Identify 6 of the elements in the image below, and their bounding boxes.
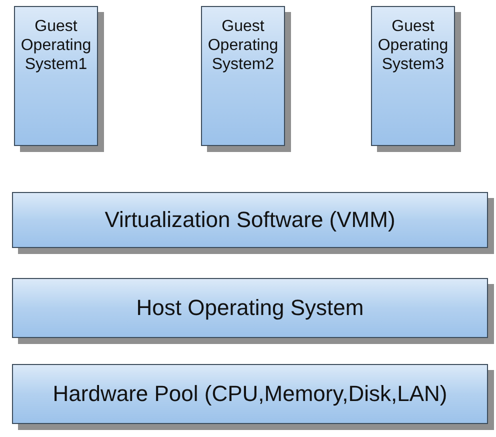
layer-label: Guest Operating System2: [206, 17, 280, 74]
layer-label: Host Operating System: [136, 295, 364, 321]
layer-label: Hardware Pool (CPU,Memory,Disk,LAN): [52, 381, 448, 407]
layer-label: Virtualization Software (VMM): [104, 207, 396, 233]
layer-label: Guest Operating System3: [376, 17, 450, 74]
layer-label: Guest Operating System1: [20, 17, 92, 74]
